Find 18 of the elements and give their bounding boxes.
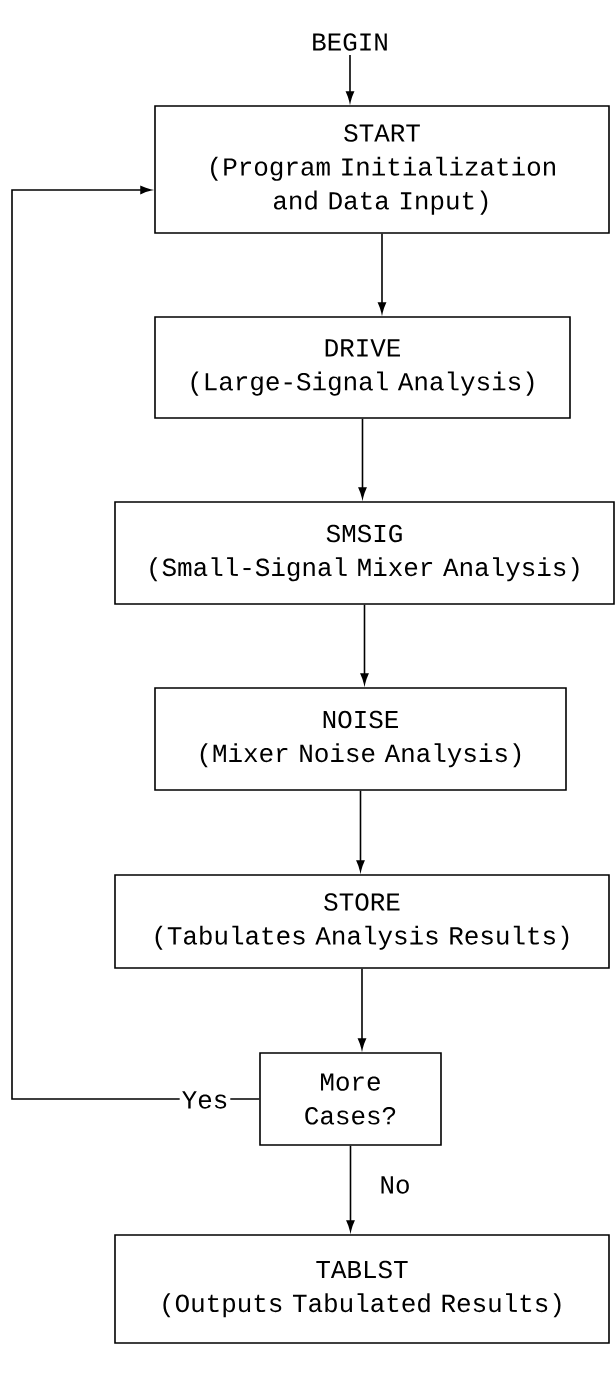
- arrow: [378, 233, 386, 314]
- arrow: [358, 418, 367, 499]
- process-box: TABLST (Outputs Tabulated Results): [114, 1234, 610, 1344]
- arrow: [358, 968, 366, 1050]
- arrow: [346, 1145, 355, 1232]
- arrow: [356, 790, 365, 872]
- process-box: STORE (Tabulates Analysis Results): [114, 874, 610, 969]
- edge-label: Yes: [179, 1089, 231, 1111]
- begin-label: BEGIN: [313, 33, 387, 51]
- process-box: SMSIG (Small-Signal Mixer Analysis): [114, 501, 615, 605]
- process-box: DRIVE (Large-Signal Analysis): [154, 316, 571, 419]
- decision-box: More Cases?: [259, 1052, 442, 1146]
- arrow: [11, 186, 260, 1100]
- arrow: [346, 54, 354, 103]
- process-box: START (Program Initialization and Data Input): [154, 105, 610, 234]
- arrow: [360, 604, 369, 685]
- process-box: NOISE (Mixer Noise Analysis): [154, 687, 567, 791]
- edge-label: No: [377, 1174, 413, 1196]
